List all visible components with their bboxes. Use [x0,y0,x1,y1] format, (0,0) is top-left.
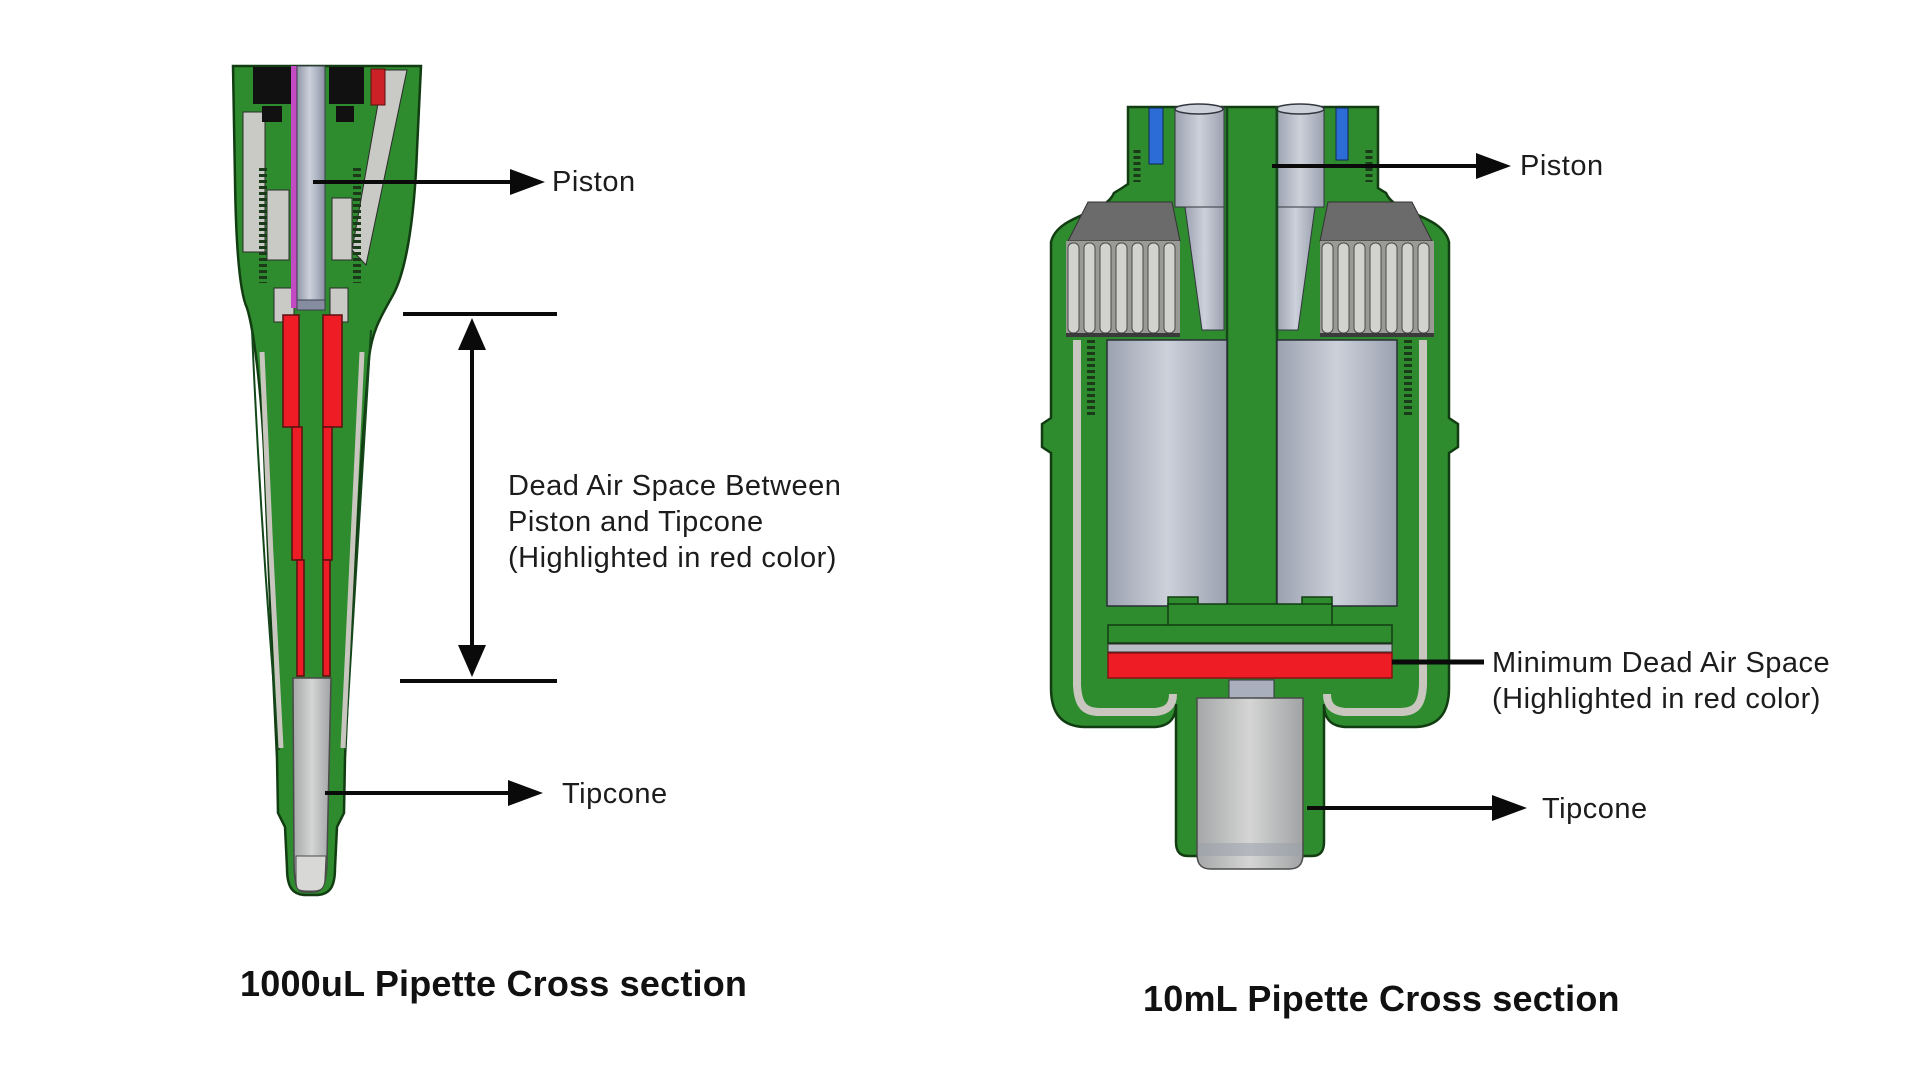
left-seal-block [336,106,354,122]
rib [1083,242,1096,334]
rib-band-bottom-line [1066,333,1180,337]
right-neck-cylinder [1174,106,1225,208]
red-channel [282,314,300,428]
left-dead-air-label: Dead Air Space Between Piston and Tipcon… [508,468,841,576]
left-annotations [313,169,557,806]
dead-air-extent-bracket [400,312,557,683]
right-piston-flange [1107,624,1393,644]
rib [1337,242,1350,334]
left-tipcone-shaft [292,677,332,893]
left-liner-strip-left [259,351,284,749]
left-seal-block [262,106,282,122]
left-seal-block [253,67,298,104]
rib [1321,242,1334,334]
right-chamber-cylinder [1106,339,1228,607]
left-dead-air-label-line2: Piston and Tipcone [508,506,764,538]
right-min-dead-air-red-band [1107,652,1393,679]
rib [1147,242,1160,334]
right-chamber-cylinder [1276,339,1398,607]
red-channel [291,426,303,561]
left-figure-caption: 1000uL Pipette Cross section [240,963,748,1004]
right-figure-caption: 10mL Pipette Cross section [1143,978,1620,1019]
right-shoulder-cone [1319,201,1433,242]
right-shoulder-cone [1067,201,1181,242]
bracket-up-arrowhead [458,318,486,350]
rib [1417,242,1430,334]
right-ribbed-collar [1066,241,1434,337]
left-tipcone-arrowhead [508,780,543,806]
right-tipcone-arrowhead [1492,795,1527,821]
rib-band-bottom-line [1320,333,1434,337]
left-gray-block [331,197,353,261]
right-cylinder-top-rim [1174,103,1224,115]
left-piston-arrowhead [510,169,545,195]
right-tipcone-label: Tipcone [1542,793,1648,825]
left-inner-shell-line-right [344,329,372,751]
right-blue-strip [1335,107,1349,161]
right-cylinder-top-rim [1275,103,1325,115]
right-min-dead-air-label-line1: Minimum Dead Air Space [1492,647,1831,679]
right-piston-head [1167,603,1333,627]
red-channel [296,559,305,677]
red-channel [322,559,331,677]
left-piston-rod-end [296,299,326,311]
right-gasket [1107,643,1393,653]
right-tipcone-neck [1228,679,1275,699]
left-dead-air-label-line3: (Highlighted in red color) [508,542,837,574]
rib [1131,242,1144,334]
left-tipcone-end-cap [295,855,327,892]
left-inner-shell-line-left [251,329,280,751]
red-channel [322,426,333,561]
left-piston-rod [296,65,326,309]
left-small-red-part [370,68,386,106]
left-seal-block [329,67,364,104]
rib [1353,242,1366,334]
left-piston-label: Piston [552,166,636,198]
left-dead-air-label-line1: Dead Air Space Between [508,470,842,502]
right-piston-label: Piston [1520,150,1604,182]
rib [1163,242,1176,334]
right-pipette-10ml [1040,103,1460,870]
left-gray-block [266,189,290,261]
right-tipcone-shaft [1196,697,1304,870]
right-piston-arrowhead [1476,153,1511,179]
right-liner-right [1323,340,1427,716]
left-liner-strip-right [340,351,365,749]
rib [1115,242,1128,334]
left-dead-air-red-channels [282,314,343,677]
right-neck-cylinder [1275,106,1325,208]
rib [1385,242,1398,334]
left-magenta-stripe [291,66,297,308]
right-min-dead-air-label: Minimum Dead Air Space (Highlighted in r… [1492,645,1830,717]
right-liner-left [1073,340,1177,716]
bracket-down-arrowhead [458,645,486,677]
rib [1067,242,1080,334]
right-annotations [1272,153,1527,821]
rib [1099,242,1112,334]
red-channel [322,314,343,428]
left-pipette-1000ul [231,64,423,897]
left-gray-wedge [351,69,408,267]
left-tipcone-label: Tipcone [562,778,668,810]
right-blue-strip [1148,107,1164,165]
right-min-dead-air-label-line2: (Highlighted in red color) [1492,683,1821,715]
rib [1401,242,1414,334]
rib [1369,242,1382,334]
right-tipcone-shade [1198,843,1302,856]
right-cylinder-taper [1184,206,1225,331]
